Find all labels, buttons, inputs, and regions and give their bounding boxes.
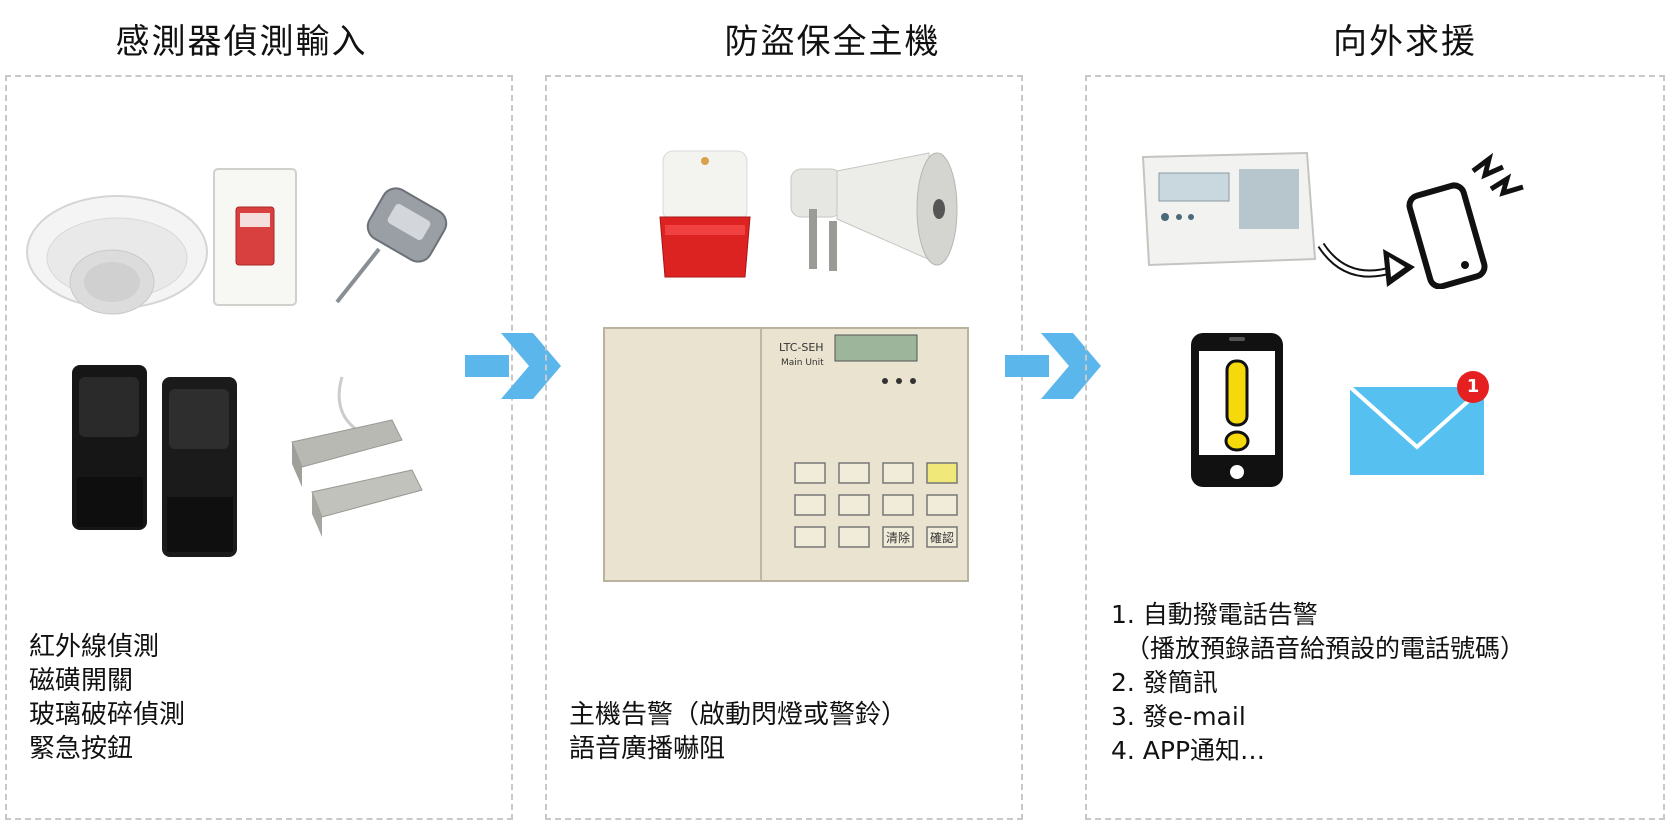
column-title-help: 向外求援 xyxy=(1333,22,1477,62)
device-unit-label: Main Unit xyxy=(781,358,824,368)
ceiling-pir-sensor-icon xyxy=(26,195,208,315)
help-method-item: 4. APP通知… xyxy=(1111,736,1266,765)
sensor-type-item: 緊急按鈕 xyxy=(29,734,134,764)
column-title-sensors: 感測器偵測輸入 xyxy=(115,22,368,62)
sensor-type-item: 磁磺開關 xyxy=(29,666,134,696)
alert-smartphone-icon xyxy=(1191,333,1283,487)
infrared-beam-sensor-icon xyxy=(72,365,237,557)
host-panel: LTC-SEH Main Unit 清除 確認 主機告警（啟動閃燈或警鈴） 語音… xyxy=(545,75,1023,820)
host-function-item: 語音廣播嚇阻 xyxy=(569,734,726,764)
curved-arrow-icon xyxy=(1317,242,1415,287)
strobe-siren-icon xyxy=(659,150,751,278)
host-function-list: 主機告警（啟動閃燈或警鈴） 語音廣播嚇阻 xyxy=(569,698,907,766)
emergency-push-button-icon xyxy=(213,168,297,306)
help-method-item: 2. 發簡訊 xyxy=(1111,668,1218,697)
auto-dialer-device-icon xyxy=(1141,151,1317,267)
help-method-note: （播放預錄語音給預設的電話號碼） xyxy=(1125,634,1526,663)
column-title-host: 防盜保全主機 xyxy=(724,22,941,62)
clear-key-label: 清除 xyxy=(886,530,910,545)
sensor-type-item: 玻璃破碎偵測 xyxy=(29,700,186,730)
sensor-type-list: 紅外線偵測 磁磺開關 玻璃破碎偵測 緊急按鈕 xyxy=(29,630,185,766)
help-panel: 1 1. 自動撥電話告警 （播放預錄語音給預設的電話號碼） 2. 發簡訊 3. … xyxy=(1085,75,1665,820)
security-host-main-unit-icon: LTC-SEH Main Unit 清除 確認 xyxy=(603,327,969,582)
device-model-label: LTC-SEH xyxy=(779,341,824,354)
email-notification-icon xyxy=(1348,371,1489,475)
help-method-item: 3. 發e-mail xyxy=(1111,702,1246,731)
confirm-key-label: 確認 xyxy=(930,530,954,545)
magnetic-door-contact-icon xyxy=(291,376,423,537)
help-method-item: 1. 自動撥電話告警 xyxy=(1111,600,1318,629)
help-method-list: 1. 自動撥電話告警 （播放預錄語音給預設的電話號碼） 2. 發簡訊 3. 發e… xyxy=(1111,598,1525,768)
notification-badge: 1 xyxy=(1466,376,1480,397)
sensor-type-item: 紅外線偵測 xyxy=(29,632,160,662)
glass-break-sensor-icon xyxy=(335,187,448,304)
sensors-panel: 紅外線偵測 磁磺開關 玻璃破碎偵測 緊急按鈕 xyxy=(5,75,513,820)
ringing-phone-icon xyxy=(1406,152,1524,289)
horn-speaker-icon xyxy=(790,152,958,271)
host-function-item: 主機告警（啟動閃燈或警鈴） xyxy=(569,700,908,730)
